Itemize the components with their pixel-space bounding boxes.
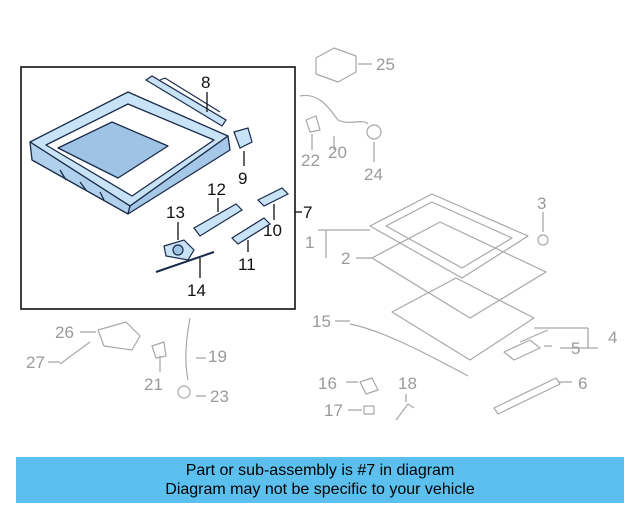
callout-21: 21 [144,375,163,394]
callout-6: 6 [578,374,587,393]
sunroof-frame [29,91,231,215]
part-14-cable [155,251,215,273]
callout-9: 9 [238,169,247,188]
ghost-parts [59,47,561,421]
callout-13: 13 [166,203,185,222]
banner-line-2: Diagram may not be specific to your vehi… [165,481,475,498]
assembly-7-box [20,66,296,310]
callout-14: 14 [187,281,206,300]
part-10-link [256,187,290,207]
callout-27: 27 [26,353,45,372]
callout-8: 8 [201,73,210,92]
info-banner: Part or sub-assembly is #7 in diagram Di… [16,457,624,503]
part-9-bracket [233,127,253,149]
callout-22: 22 [301,151,320,170]
callout-1: 1 [305,233,314,252]
callout-23: 23 [210,387,229,406]
callout-24: 24 [364,165,383,184]
callout-5: 5 [571,339,580,358]
callout-17: 17 [324,401,343,420]
callout-2: 2 [341,249,350,268]
callout-15: 15 [312,312,331,331]
callout-12: 12 [207,180,226,199]
callout-25: 25 [376,55,395,74]
part-11-slider [231,217,271,245]
callout-7: 7 [303,203,312,222]
callout-19: 19 [208,347,227,366]
part-13-knob [163,239,195,261]
callout-11: 11 [238,255,256,274]
callout-16: 16 [318,374,337,393]
callout-26: 26 [55,323,74,342]
part-8-rail [144,75,227,127]
callout-3: 3 [537,194,546,213]
ghost-leaders [48,63,598,411]
parts-diagram: 8 9 12 10 11 13 14 7 [20,47,617,421]
callout-18: 18 [398,374,417,393]
callout-20: 20 [328,143,347,162]
banner-line-1: Part or sub-assembly is #7 in diagram [185,462,455,479]
part-12-guide [193,203,243,237]
callout-4: 4 [608,328,617,347]
